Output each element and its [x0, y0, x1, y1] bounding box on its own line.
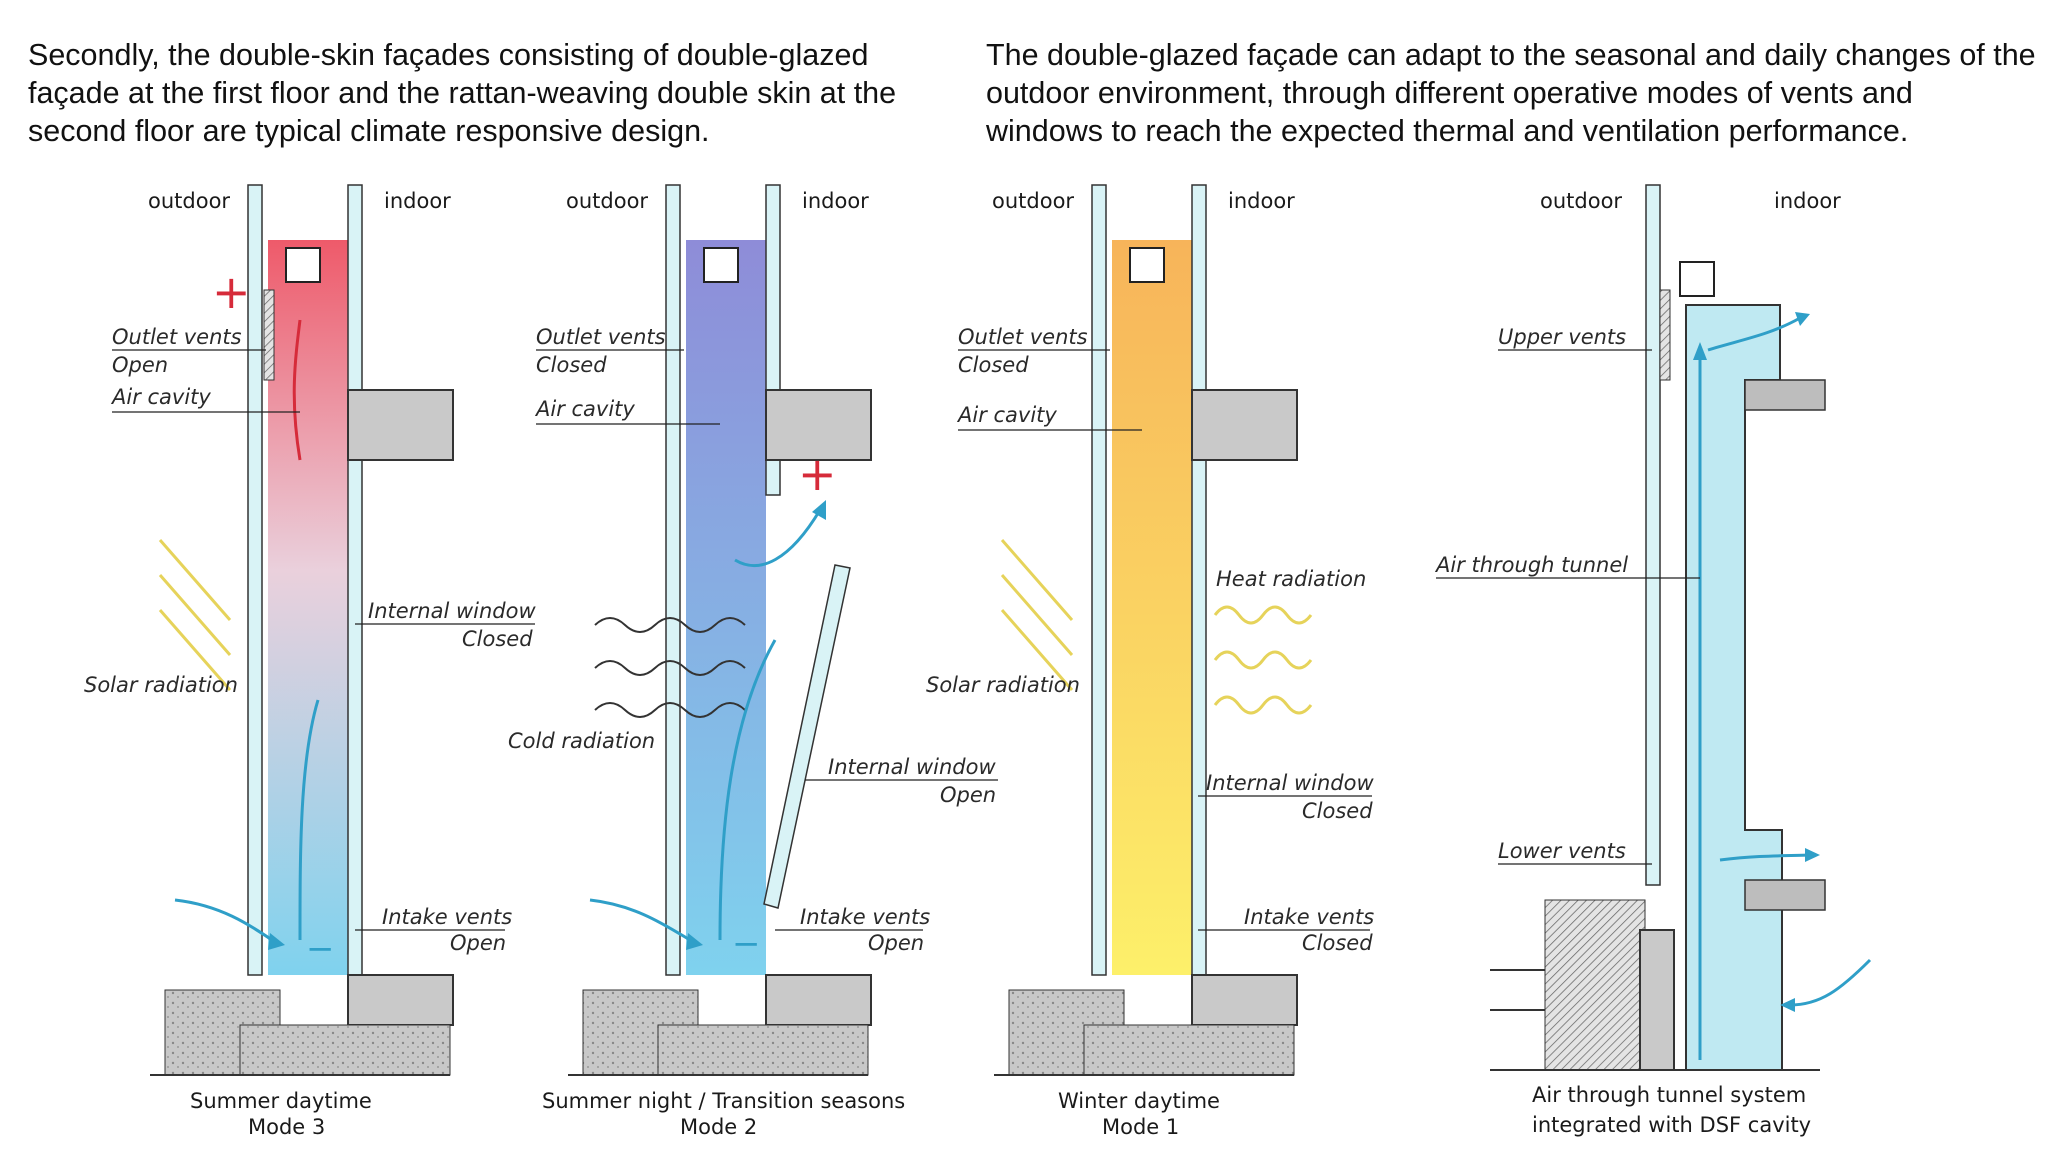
ground-slab	[347, 974, 454, 1026]
heat-radiation-label: Heat radiation	[1216, 567, 1366, 591]
outlet-vents-state: Closed	[536, 353, 607, 377]
internal-window-label: Internal window	[368, 599, 536, 623]
airflow-arrow-to-upper-room	[1707, 316, 1801, 352]
upper-vents-label: Upper vents	[1498, 325, 1626, 349]
lower-floor-slab	[1744, 879, 1826, 911]
solar-rays	[158, 539, 232, 691]
intake-vents-label: Intake vents	[800, 905, 930, 929]
airflow-arrow-intake	[589, 898, 691, 942]
heat-plus-icon: +	[798, 447, 837, 501]
outdoor-label: outdoor	[992, 189, 1074, 213]
floor-slab	[765, 389, 872, 461]
ground-slab	[765, 974, 872, 1026]
indoor-label: indoor	[1774, 189, 1841, 213]
intake-vents-state: Open	[450, 931, 506, 955]
panel-air-tunnel: outdoor indoor Upper vents Air through t…	[1434, 184, 1872, 1137]
tunnel-cavity	[1685, 304, 1783, 1071]
cool-minus-icon: −	[732, 924, 761, 964]
solar-radiation-label: Solar radiation	[84, 673, 238, 697]
footing	[657, 1024, 869, 1076]
vent-box	[1679, 261, 1715, 297]
upper-floor-slab	[1744, 379, 1826, 411]
caption-mode: Mode 1	[1102, 1115, 1179, 1139]
air-cavity-gradient	[268, 240, 348, 975]
floor-slab	[1191, 389, 1298, 461]
tunnel-column	[1639, 929, 1675, 1071]
cool-minus-icon: −	[306, 929, 335, 969]
airflow-arrow-hot	[292, 319, 302, 461]
outer-glazing	[1091, 184, 1107, 976]
solar-radiation-label: Solar radiation	[926, 673, 1080, 697]
intake-vents-state: Closed	[1302, 931, 1373, 955]
caption-subtitle: integrated with DSF cavity	[1532, 1113, 1811, 1137]
footing	[1083, 1024, 1295, 1076]
outdoor-label: outdoor	[1540, 189, 1622, 213]
indoor-label: indoor	[1228, 189, 1295, 213]
cold-radiation-label: Cold radiation	[508, 729, 655, 753]
caption-title: Summer daytime	[190, 1089, 372, 1113]
air-cavity-gradient	[686, 240, 766, 975]
outdoor-label: outdoor	[566, 189, 648, 213]
ground-slab	[1191, 974, 1298, 1026]
airflow-arrow-up	[718, 639, 777, 941]
outlet-vents-state: Open	[112, 353, 168, 377]
footing	[239, 1024, 451, 1076]
air-cavity-gradient	[1112, 240, 1192, 975]
indoor-label: indoor	[802, 189, 869, 213]
caption-mode: Mode 2	[680, 1115, 757, 1139]
outlet-vents-label: Outlet vents	[112, 325, 242, 349]
vent-box	[285, 247, 321, 283]
air-cavity-label: Air cavity	[534, 397, 635, 421]
air-through-tunnel-label: Air through tunnel	[1434, 553, 1628, 577]
floor-slab	[347, 389, 454, 461]
intro-text-right: The double-glazed façade can adapt to th…	[986, 38, 2036, 148]
internal-window-label: Internal window	[1206, 771, 1374, 795]
air-cavity-label: Air cavity	[110, 385, 211, 409]
outer-glazing	[247, 184, 263, 976]
intro-text-left: Secondly, the double-skin façades consis…	[28, 38, 897, 148]
airflow-arrow-to-lower-room	[1719, 853, 1811, 862]
airflow-arrow-up	[298, 699, 320, 941]
indoor-label: indoor	[384, 189, 451, 213]
vent-box	[703, 247, 739, 283]
internal-window-label: Internal window	[828, 755, 996, 779]
internal-window-state: Closed	[462, 627, 533, 651]
internal-window-state: Open	[940, 783, 996, 807]
outdoor-label: outdoor	[148, 189, 230, 213]
cold-radiation-waves	[594, 617, 746, 718]
caption-title: Summer night / Transition seasons	[542, 1089, 905, 1113]
caption-title: Air through tunnel system	[1532, 1083, 1806, 1107]
caption-title: Winter daytime	[1058, 1089, 1220, 1113]
outlet-vents-label: Outlet vents	[958, 325, 1088, 349]
outer-glazing	[665, 184, 681, 976]
panel-summer-daytime: outdoor indoor + − Outlet vents Open Air…	[84, 184, 536, 1139]
lower-vents-label: Lower vents	[1498, 839, 1626, 863]
outlet-vents-label: Outlet vents	[536, 325, 666, 349]
internal-window-open	[763, 564, 851, 909]
airflow-arrow-to-indoor	[734, 509, 822, 568]
vent-box	[1129, 247, 1165, 283]
airflow-arrow-intake	[1789, 958, 1872, 1007]
outlet-vents-state: Closed	[958, 353, 1029, 377]
tunnel-wall	[1544, 899, 1646, 1071]
airflow-arrow-intake	[174, 898, 273, 942]
panel-summer-night: outdoor indoor + − Outlet vents Closed A…	[508, 184, 998, 1139]
outer-skin	[1645, 184, 1661, 886]
upper-vent-grille	[1659, 289, 1671, 381]
caption-mode: Mode 3	[248, 1115, 325, 1139]
intake-vents-label: Intake vents	[382, 905, 512, 929]
heat-radiation-waves	[1213, 605, 1313, 715]
inner-glazing	[347, 184, 363, 976]
intake-vents-state: Open	[868, 931, 924, 955]
air-cavity-label: Air cavity	[956, 403, 1057, 427]
solar-rays	[1000, 539, 1074, 691]
inner-glazing	[1191, 184, 1207, 976]
intake-vents-label: Intake vents	[1244, 905, 1374, 929]
heat-plus-icon: +	[212, 265, 251, 319]
panel-winter-daytime: outdoor indoor Outlet vents Closed Air c…	[926, 184, 1374, 1139]
internal-window-state: Closed	[1302, 799, 1373, 823]
outlet-vent-grille	[263, 289, 275, 381]
